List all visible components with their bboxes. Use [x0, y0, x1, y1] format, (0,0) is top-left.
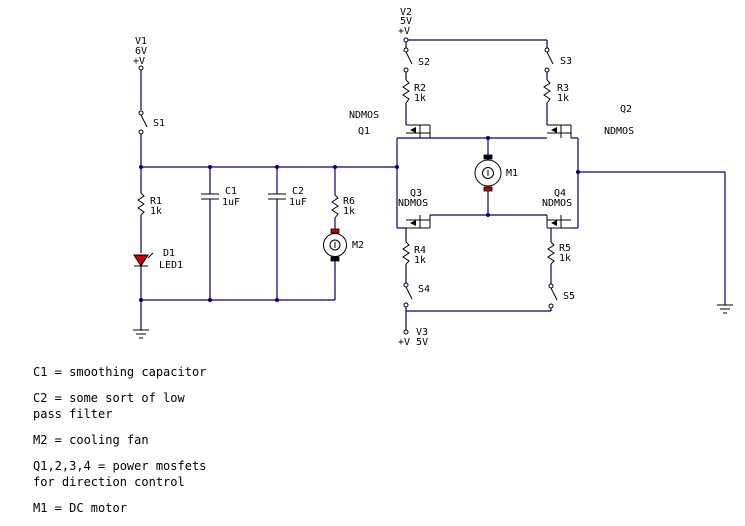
note-c1: C1 = smoothing capacitor	[33, 365, 207, 379]
v2-value: 5V	[400, 16, 412, 27]
r2-name: R2	[414, 83, 426, 94]
switch-s4[interactable]	[403, 282, 413, 308]
c2-value: 1uF	[289, 197, 307, 208]
h-bridge: V2 5V +V S2 R2 1k S3 R3 1k	[349, 7, 733, 348]
v1-value: 6V	[135, 46, 147, 57]
q3-name: Q3	[410, 188, 422, 199]
c1-name: C1	[225, 186, 237, 197]
notes-block: C1 = smoothing capacitor C2 = some sort …	[33, 364, 206, 526]
note-m1: M1 = DC motor	[33, 501, 127, 515]
q4-type: NDMOS	[542, 198, 572, 209]
r3-value: 1k	[557, 93, 569, 104]
motor-m1	[474, 154, 502, 192]
c1-value: 1uF	[222, 197, 240, 208]
q2-type: NDMOS	[604, 126, 634, 137]
q4-name: Q4	[554, 188, 566, 199]
r4-value: 1k	[414, 255, 426, 266]
v2-terminal	[403, 37, 409, 43]
switch-s1[interactable]	[138, 110, 148, 135]
capacitor-c2	[268, 193, 286, 200]
r6-value: 1k	[343, 206, 355, 217]
v3-terminal	[403, 329, 409, 335]
d1-value: LED1	[159, 260, 183, 271]
left-circuit: V1 6V +V S1 R1 1k D1 LED1	[133, 36, 397, 339]
c2-name: C2	[292, 186, 304, 197]
v1-name: V1	[135, 36, 147, 47]
s3-label: S3	[560, 56, 572, 67]
v1-plus: +V	[133, 56, 145, 67]
ground-symbol-right	[717, 304, 733, 314]
v3-plus-value: +V 5V	[398, 337, 428, 348]
junction	[395, 165, 399, 169]
s1-label: S1	[153, 118, 165, 129]
r6-name: R6	[343, 196, 355, 207]
s5-label: S5	[563, 291, 575, 302]
switch-s2[interactable]	[403, 47, 413, 73]
ground-symbol	[133, 329, 149, 339]
mosfet-q1	[406, 124, 431, 138]
q3-type: NDMOS	[398, 198, 428, 209]
motor-m2	[323, 228, 347, 262]
junction	[208, 298, 212, 302]
switch-s3[interactable]	[544, 47, 554, 73]
s2-label: S2	[418, 57, 430, 68]
circuit-schematic: V1 6V +V S1 R1 1k D1 LED1	[133, 7, 733, 348]
note-m2: M2 = cooling fan	[33, 433, 149, 447]
resistor-r3	[543, 79, 551, 104]
resistor-r5	[547, 241, 555, 265]
r3-name: R3	[557, 83, 569, 94]
v3-name: V3	[416, 327, 428, 338]
capacitor-c1	[201, 193, 219, 200]
q1-type: NDMOS	[349, 110, 379, 121]
r2-value: 1k	[414, 93, 426, 104]
r5-name: R5	[559, 243, 571, 254]
mosfet-q2	[547, 124, 572, 138]
r1-name: R1	[150, 196, 162, 207]
junction	[486, 213, 490, 217]
mosfet-q3	[406, 215, 431, 229]
resistor-r6	[331, 194, 339, 219]
resistor-r2	[402, 79, 410, 104]
note-q: Q1,2,3,4 = power mosfets for direction c…	[33, 459, 207, 489]
mosfet-q4	[546, 215, 571, 229]
r5-value: 1k	[559, 253, 571, 264]
d1-name: D1	[163, 248, 175, 259]
q2-name: Q2	[620, 104, 632, 115]
s4-label: S4	[418, 284, 430, 295]
v2-name: V2	[400, 7, 412, 18]
junction	[275, 298, 279, 302]
r4-name: R4	[414, 245, 426, 256]
resistor-r4	[402, 241, 410, 265]
led-d1	[133, 252, 154, 267]
note-c2: C2 = some sort of low pass filter	[33, 391, 185, 421]
m1-label: M1	[506, 168, 518, 179]
r1-value: 1k	[150, 206, 162, 217]
resistor-r1	[137, 192, 145, 216]
q1-name: Q1	[358, 126, 370, 137]
m2-label: M2	[352, 240, 364, 251]
v2-plus: +V	[398, 26, 410, 37]
switch-s5[interactable]	[548, 283, 558, 309]
